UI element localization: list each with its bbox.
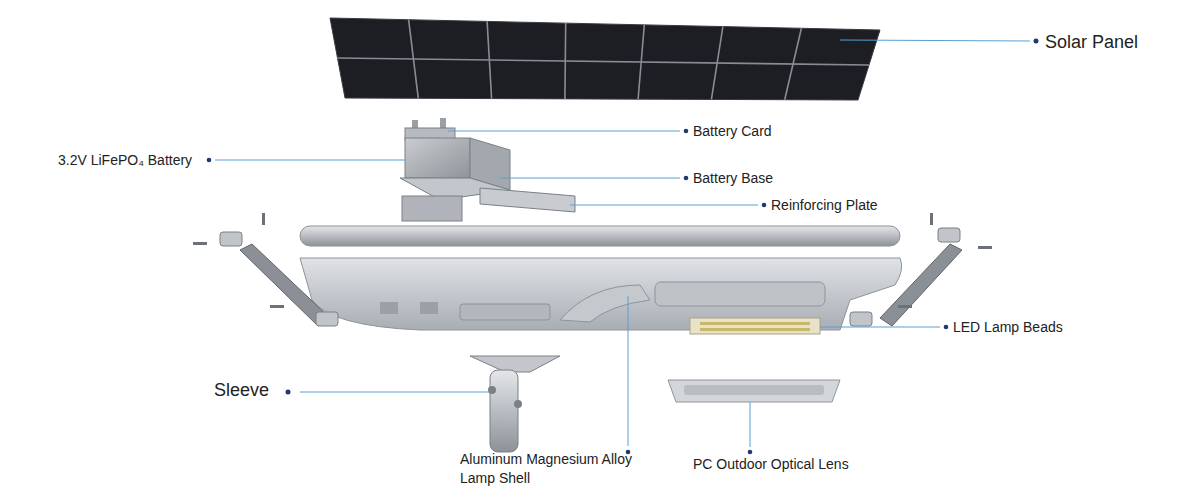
leader-dot	[684, 176, 689, 181]
part-label: PC Outdoor Optical Lens	[693, 455, 849, 474]
part-label: 3.2V LiFePO₄ Battery	[58, 151, 192, 170]
optical-lens	[668, 380, 840, 402]
leader-line	[570, 205, 758, 206]
leader-dot	[207, 158, 212, 163]
led-row	[700, 322, 810, 325]
end-bracket	[220, 232, 242, 246]
leader-dot	[944, 325, 949, 330]
part-label: Battery Card	[693, 122, 772, 141]
lens-bar	[684, 385, 824, 395]
part-label: Solar Panel	[1045, 30, 1138, 54]
leader-dot	[762, 203, 767, 208]
solar-panel	[330, 18, 880, 100]
sleeve-bolt	[488, 386, 496, 394]
led-beads	[700, 322, 810, 331]
led-board	[690, 318, 820, 334]
screws	[193, 213, 992, 308]
lamp-window	[655, 282, 825, 306]
sleeve-bolt	[514, 400, 522, 408]
vent	[420, 302, 438, 314]
end-bracket	[850, 312, 872, 326]
end-cap	[880, 244, 962, 326]
leader-line	[628, 296, 629, 446]
sleeve	[490, 370, 518, 452]
part-label: Battery Base	[693, 169, 773, 188]
leader-lines	[215, 40, 1030, 447]
leader-line	[500, 178, 680, 179]
shell-rib	[560, 285, 650, 322]
sleeve	[470, 356, 560, 372]
battery-base	[402, 196, 462, 221]
leader-line	[840, 40, 1030, 41]
leader-dot	[684, 129, 689, 134]
screw	[270, 305, 284, 308]
shell-rib	[460, 304, 550, 320]
screw	[978, 246, 992, 249]
leader-dot	[748, 450, 753, 455]
vent	[380, 302, 398, 314]
leader-line	[448, 131, 680, 132]
part-label: LED Lamp Beads	[953, 318, 1063, 337]
screw	[898, 305, 912, 308]
leader-line	[750, 402, 751, 447]
leader-line	[215, 160, 405, 161]
end-bracket	[938, 228, 960, 242]
screw	[262, 213, 265, 225]
leader-dot	[286, 390, 291, 395]
leader-line	[300, 392, 490, 393]
leader-line	[820, 327, 940, 328]
support-tube	[300, 226, 900, 246]
end-bracket	[316, 312, 338, 326]
battery	[405, 138, 470, 178]
part-label: Sleeve	[214, 378, 269, 402]
panel-grid	[338, 20, 870, 100]
leader-dots	[207, 39, 1039, 455]
reinforcing-plate	[480, 188, 575, 212]
part-label: Aluminum Magnesium Alloy Lamp Shell	[460, 450, 635, 488]
screw	[930, 213, 933, 225]
led-row	[700, 328, 810, 331]
screw	[193, 242, 207, 245]
part-label: Reinforcing Plate	[771, 196, 878, 215]
leader-dot	[1034, 39, 1039, 44]
cell-divider	[338, 58, 870, 65]
